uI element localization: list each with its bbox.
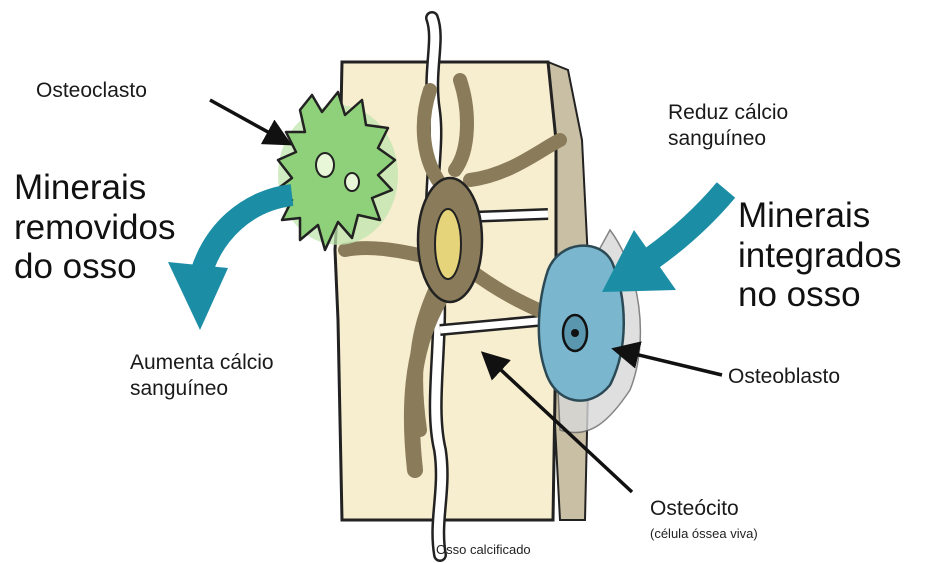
minerals-removed-arrow [168,195,292,330]
minerals-removed-label: Minerais removidos do osso [14,168,175,287]
minerals-integrated-label: Minerais integrados no osso [738,196,901,315]
osteoblast-label: Osteoblasto [728,364,840,390]
reduce-calcium-label: Reduz cálcio sanguíneo [668,100,788,151]
osteocyte-nucleus [435,209,461,279]
osteocyte-sublabel: (célula óssea viva) [650,526,758,542]
osteoclast-pointer-arrow [210,100,286,142]
calcified-bone-label: Osso calcificado [436,542,531,558]
osteoclast-label: Osteoclasto [36,78,147,104]
increase-calcium-label: Aumenta cálcio sanguíneo [130,350,274,401]
minerals-integrated-arrow [602,190,726,292]
osteocyte-label: Osteócito [650,496,739,522]
